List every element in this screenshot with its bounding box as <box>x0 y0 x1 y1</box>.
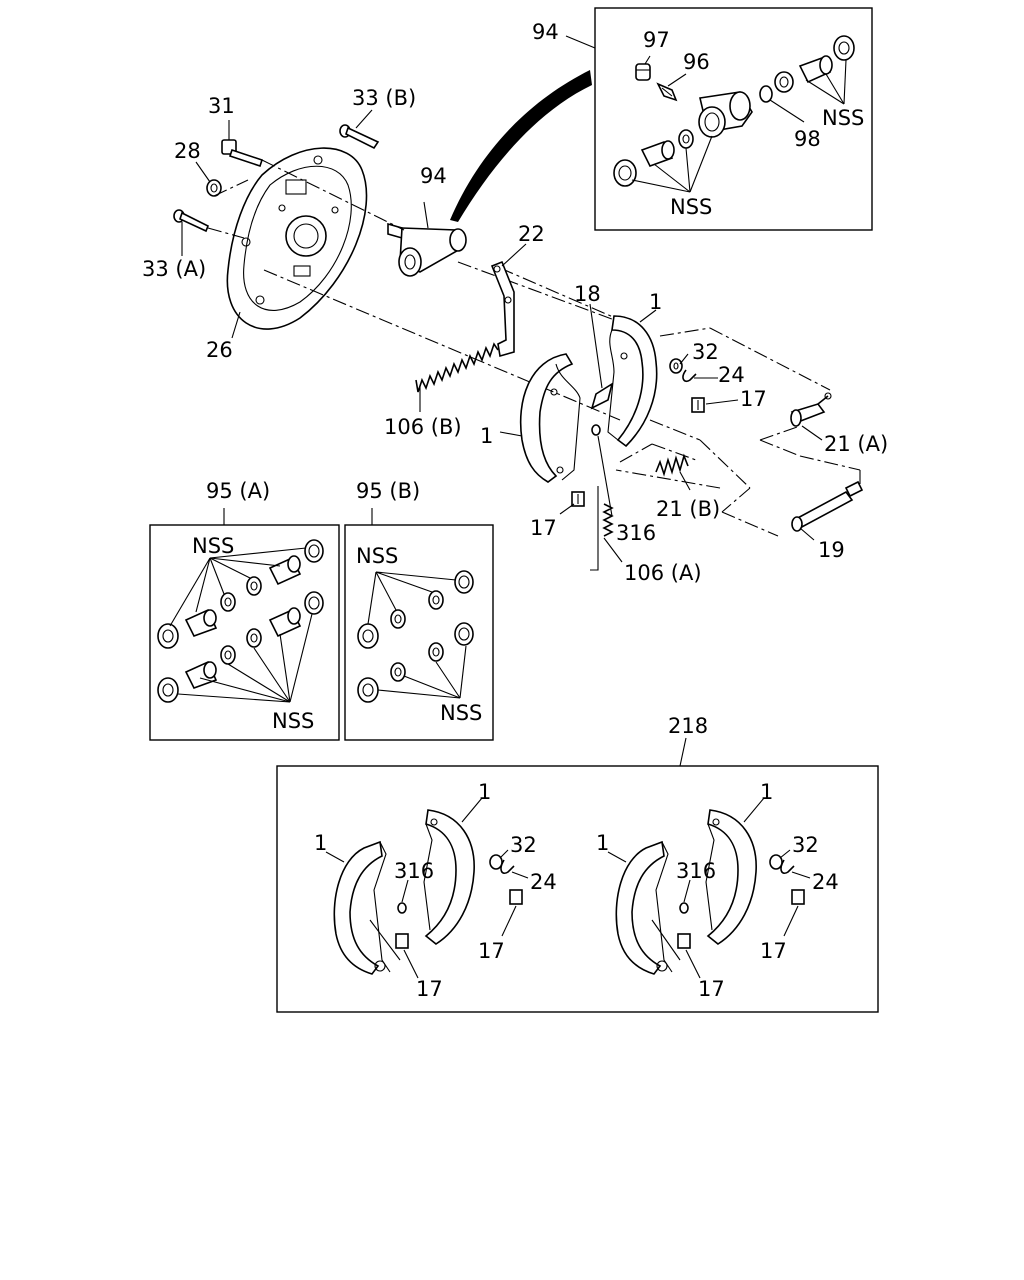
label-98: 98 <box>794 127 821 151</box>
label-28: 28 <box>174 139 201 163</box>
cup-seal-left <box>678 129 694 149</box>
label-94-cylinder: 94 <box>420 164 447 188</box>
retainer-17-right <box>691 397 705 413</box>
label-19: 19 <box>818 538 845 562</box>
kit-b-label-17-mid: 17 <box>760 939 787 963</box>
wheel-cylinder-detail-box <box>450 7 873 231</box>
label-32: 32 <box>692 340 719 364</box>
label-nss-95a-top: NSS <box>192 534 234 558</box>
label-31: 31 <box>208 94 235 118</box>
bleeder-cap-97 <box>635 63 651 81</box>
label-21b: 21 (B) <box>656 497 720 521</box>
label-95b: 95 (B) <box>356 479 420 503</box>
label-1-left: 1 <box>480 424 493 448</box>
clip-24 <box>682 369 697 383</box>
kit-b-label-1-top: 1 <box>760 780 773 804</box>
label-nss-95a-bottom: NSS <box>272 709 314 733</box>
label-1-top: 1 <box>649 290 662 314</box>
kit-95b-box <box>344 508 494 741</box>
part-labels: 94 97 96 98 NSS NSS 94 31 33 (B) 28 33 (… <box>142 20 888 1001</box>
kit-a-label-17-bottom: 17 <box>416 977 443 1001</box>
label-106b: 106 (B) <box>384 415 462 439</box>
wheel-cylinder-94 <box>387 222 467 277</box>
label-26: 26 <box>206 338 233 362</box>
kit-a-label-1-left: 1 <box>314 831 327 855</box>
spring-106b <box>415 342 499 393</box>
label-17-right: 17 <box>740 387 767 411</box>
kit-a-label-24: 24 <box>530 870 557 894</box>
spring-21b <box>655 453 689 477</box>
label-nss-box-right: NSS <box>822 106 864 130</box>
kit-b-label-32: 32 <box>792 833 819 857</box>
label-94-top: 94 <box>532 20 559 44</box>
label-17-left: 17 <box>530 516 557 540</box>
bleeder-screw-96 <box>656 82 678 102</box>
assembly-lines <box>207 159 861 537</box>
label-nss-95b-bottom: NSS <box>440 701 482 725</box>
label-218: 218 <box>668 714 708 738</box>
kit-a-label-32: 32 <box>510 833 537 857</box>
adjuster-18 <box>590 382 614 410</box>
brake-shoe-right <box>607 315 658 448</box>
piston-right <box>798 55 833 84</box>
kit-95a-box <box>149 508 340 741</box>
label-95a: 95 (A) <box>206 479 270 503</box>
cup-seal-right <box>774 71 794 93</box>
label-106a: 106 (A) <box>624 561 702 585</box>
label-33b: 33 (B) <box>352 86 416 110</box>
kit-b-label-24: 24 <box>812 870 839 894</box>
label-nss-box-bottom: NSS <box>670 195 712 219</box>
boot-right <box>833 35 855 61</box>
label-33a: 33 (A) <box>142 257 206 281</box>
label-nss-95b-top: NSS <box>356 544 398 568</box>
bolt-31 <box>221 139 264 168</box>
cylinder-body <box>698 91 753 138</box>
kit-a-label-17-mid: 17 <box>478 939 505 963</box>
spring-106a <box>590 486 614 571</box>
kit-b-label-17-bottom: 17 <box>698 977 725 1001</box>
clip-316 <box>591 424 601 436</box>
parking-lever-22 <box>490 260 515 358</box>
label-97: 97 <box>643 28 670 52</box>
leader-lines <box>181 109 823 563</box>
label-22: 22 <box>518 222 545 246</box>
retainer-17-left <box>571 491 585 507</box>
label-96: 96 <box>683 50 710 74</box>
kit-shoe-pair-b <box>607 797 811 979</box>
label-18: 18 <box>574 282 601 306</box>
label-21a: 21 (A) <box>824 432 888 456</box>
backing-plate <box>226 147 368 330</box>
kit-b-label-316: 316 <box>676 859 716 883</box>
label-316: 316 <box>616 521 656 545</box>
kit-b-label-1-left: 1 <box>596 831 609 855</box>
kit-a-label-316: 316 <box>394 859 434 883</box>
adjuster-21a <box>790 392 832 427</box>
boot-left <box>613 159 637 187</box>
kit-a-label-1-top: 1 <box>478 780 491 804</box>
piston-left <box>640 140 675 167</box>
cable-19 <box>791 480 864 532</box>
washer-32 <box>669 358 683 374</box>
spring-98 <box>759 85 773 103</box>
pin-33b <box>339 124 380 150</box>
shoe-kit-218-box <box>276 737 879 1013</box>
label-24: 24 <box>718 363 745 387</box>
pin-33a <box>173 209 210 233</box>
kit-shoe-pair-a <box>325 797 529 979</box>
brake-shoe-left <box>519 353 581 483</box>
